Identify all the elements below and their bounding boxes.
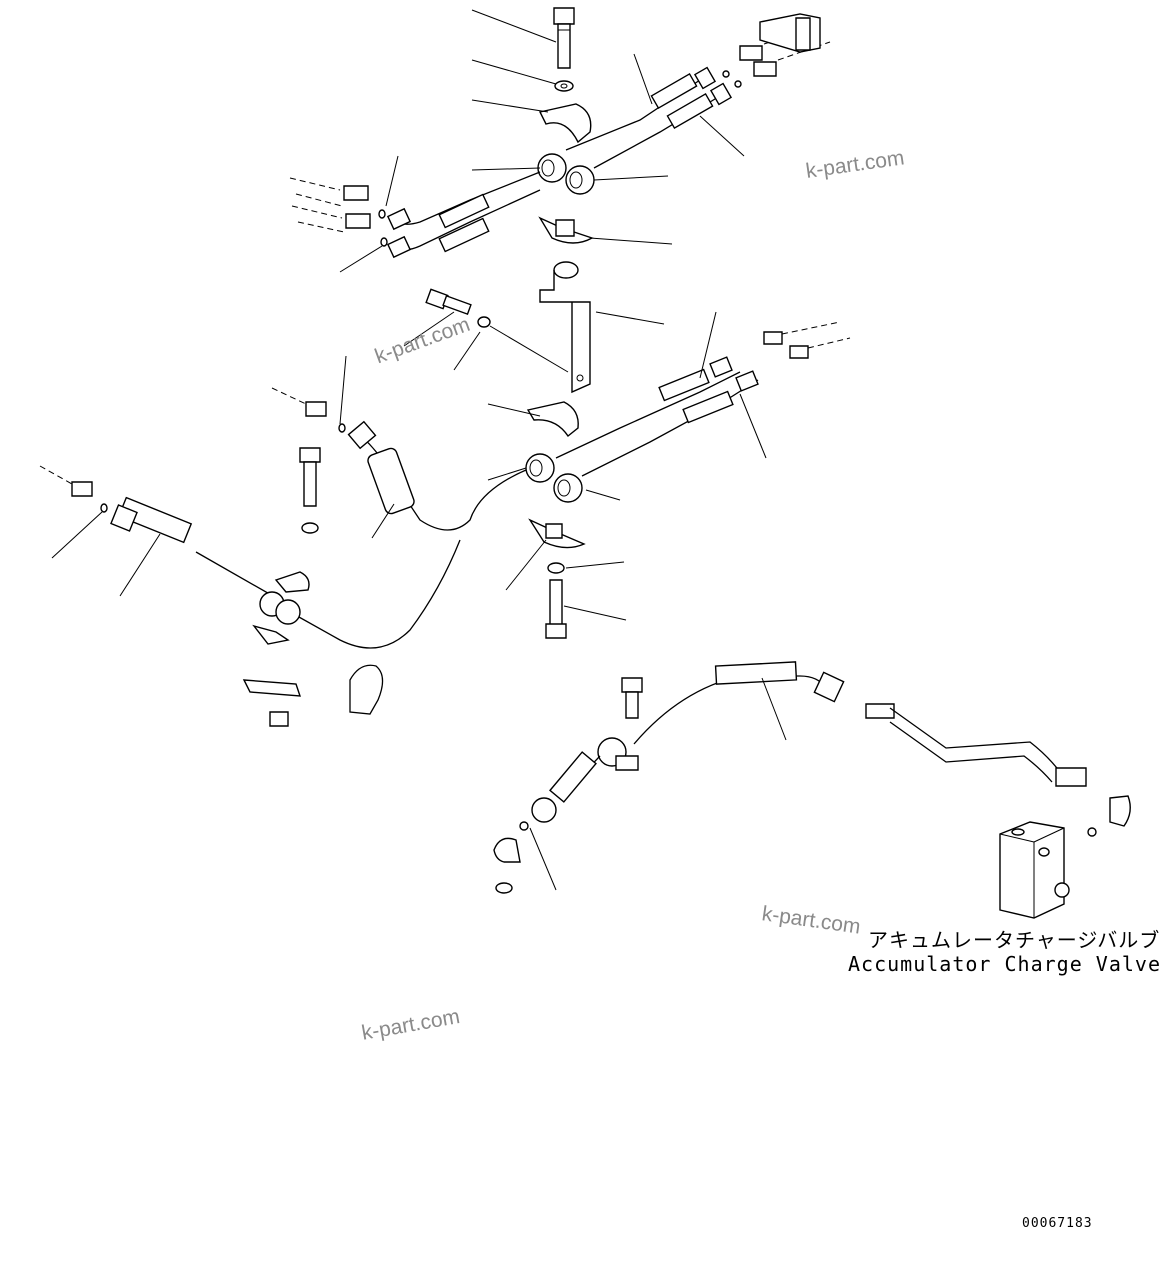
upper-grommets <box>538 154 594 194</box>
drawing-number: 00067183 <box>1022 1216 1093 1231</box>
accumulator-line-assembly <box>494 662 1130 918</box>
component-label-english: Accumulator Charge Valve <box>848 952 1161 976</box>
bracket-bolt <box>426 289 490 327</box>
upper-right-fittings <box>723 14 830 87</box>
upper-bolt <box>554 8 574 68</box>
accumulator-charge-valve-block <box>1000 822 1069 918</box>
upper-left-fittings <box>290 178 370 232</box>
component-label-japanese: アキュムレータチャージバルブ <box>868 928 1161 952</box>
middle-clamp-assembly <box>40 289 850 726</box>
leader-lines <box>52 10 786 890</box>
upper-clamp-assembly <box>290 8 830 392</box>
upper-washer <box>555 81 573 91</box>
upper-bracket <box>540 262 590 392</box>
upper-clamp-top <box>540 104 591 142</box>
